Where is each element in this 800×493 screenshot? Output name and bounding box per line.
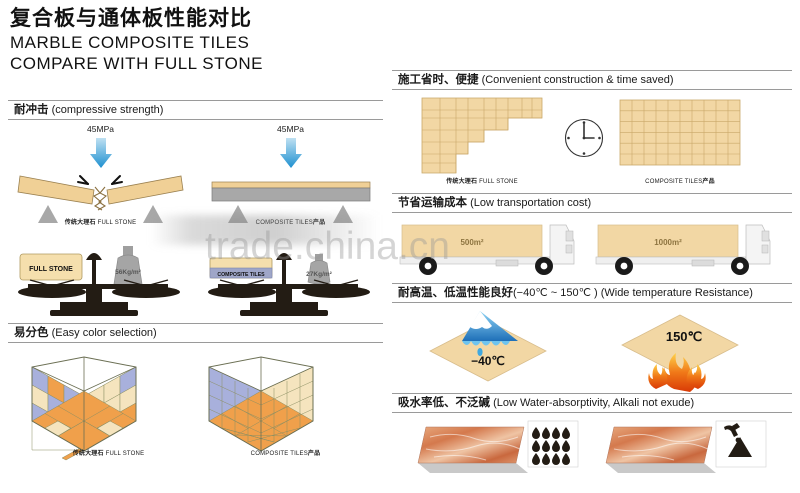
section-header-water: 吸水率低、不泛碱 (Low Water-absorptivity, Alkali… (392, 393, 792, 413)
header-cn-temperature: 耐高温、低温性能良好 (398, 287, 513, 299)
caption-en: COMPOSITE TILES (250, 451, 308, 457)
color-left-caption: 传统大理石 FULL STONE (16, 448, 201, 457)
caption-cn: 传统大理石 (446, 179, 478, 185)
truck-left-load-value: 500m² (460, 238, 483, 247)
header-range-temperature: (−40℃ ~ 150℃ ) (513, 287, 598, 299)
header-en-transport: (Low transportation cost) (470, 197, 592, 209)
marble-slab-alkali (605, 420, 767, 473)
cold-temperature-value: −40℃ (471, 354, 505, 368)
section-header-temperature: 耐高温、低温性能良好(−40℃ ~ 150℃ ) (Wide temperatu… (392, 283, 792, 303)
pouring-flask-icon (724, 423, 752, 457)
truck-right-load-value: 1000m² (654, 238, 682, 247)
caption-cn: 传统大理石 (64, 220, 96, 226)
water-drop-icons (532, 427, 570, 465)
scale-full-stone: FULL STONE 56Kg/m² (8, 228, 193, 323)
section-weight-comparison: FULL STONE 56Kg/m² (8, 228, 383, 323)
color-selection-illustration: 传统大理石 FULL STONE (8, 343, 383, 461)
compressive-right-value: 45MPa (277, 124, 304, 134)
transportation-illustration: 500m² 1000m² (392, 213, 792, 283)
caption-en: FULL STONE (97, 220, 137, 226)
header-cn-construction: 施工省时、便捷 (398, 74, 479, 86)
header-en-temperature: (Wide temperature Resistance) (600, 287, 753, 299)
temperature-illustration: −40℃ 150℃ (392, 303, 792, 393)
scale-left-plate-label: FULL STONE (29, 266, 73, 273)
scale-right-plate-label: COMPOSITE TILES (217, 272, 265, 278)
water-illustration (392, 413, 792, 485)
compressive-left-value: 45MPa (87, 124, 114, 134)
right-column: 施工省时、便捷 (Convenient construction & time … (392, 70, 792, 485)
room-cube-uniform (208, 356, 314, 452)
section-header-transportation: 节省运输成本 (Low transportation cost) (392, 193, 792, 213)
caption-en: COMPOSITE TILES (255, 220, 313, 226)
construction-right-caption: COMPOSITE TILES产品 (620, 176, 740, 185)
compressive-left-caption: 传统大理石 FULL STONE (8, 217, 193, 226)
section-construction: 施工省时、便捷 (Convenient construction & time … (392, 70, 792, 193)
scale-right-weight-value: 27Kg/m² (306, 271, 332, 278)
section-compressive-strength: 耐冲击 (compressive strength) 45MPa (8, 100, 383, 228)
header-cn-transport: 节省运输成本 (398, 197, 467, 209)
header-cn-water: 吸水率低、不泛碱 (398, 397, 490, 409)
header-cn-color: 易分色 (14, 327, 49, 339)
compressive-illustration: 45MPa (8, 120, 383, 228)
composite-slab (211, 181, 371, 223)
room-full-stone: 传统大理石 FULL STONE (16, 343, 201, 461)
section-water-absorption: 吸水率低、不泛碱 (Low Water-absorptivity, Alkali… (392, 393, 792, 485)
balance-scale-left: FULL STONE 56Kg/m² (18, 246, 180, 316)
title-english-line2: COMPARE WITH FULL STONE (10, 54, 263, 73)
section-transportation: 节省运输成本 (Low transportation cost) 500m² (392, 193, 792, 283)
construction-illustration: 传统大理石 FULL STONE (392, 90, 792, 193)
clock-icon (564, 118, 604, 158)
header-en-compressive: (compressive strength) (51, 104, 164, 116)
section-temperature: 耐高温、低温性能良好(−40℃ ~ 150℃ ) (Wide temperatu… (392, 283, 792, 393)
compressive-composite-tiles: 45MPa (198, 120, 383, 228)
section-header-construction: 施工省时、便捷 (Convenient construction & time … (392, 70, 792, 90)
truck-full-stone: 500m² (399, 224, 575, 275)
cracked-stone-slab (17, 175, 184, 223)
hot-temperature-value: 150℃ (666, 329, 702, 344)
header-en-water: (Low Water-absorptivity, Alkali not exud… (493, 397, 695, 409)
caption-cn: 传统大理石 (72, 451, 104, 457)
scale-composite-tiles: COMPOSITE TILES 27Kg/m² (198, 228, 383, 323)
section-header-color-selection: 易分色 (Easy color selection) (8, 323, 383, 343)
header-en-construction: (Convenient construction & time saved) (481, 74, 674, 86)
header-cn-compressive: 耐冲击 (14, 104, 49, 116)
room-composite-tiles: COMPOSITE TILES产品 (193, 343, 378, 461)
construction-left-caption: 传统大理石 FULL STONE (422, 176, 542, 185)
header-en-color: (Easy color selection) (51, 327, 157, 339)
compressive-full-stone: 45MPa (8, 120, 193, 228)
irregular-tile-layout (421, 97, 543, 174)
down-arrow-icon (279, 138, 302, 168)
title-english-line1: MARBLE COMPOSITE TILES (10, 33, 250, 52)
flame-icon (648, 353, 706, 392)
regular-tile-layout (619, 99, 741, 166)
compressive-right-caption: COMPOSITE TILES产品 (198, 217, 383, 226)
scale-left-weight-value: 56Kg/m² (115, 269, 141, 276)
left-column: 耐冲击 (compressive strength) 45MPa (8, 100, 383, 461)
caption-cn: 产品 (307, 451, 321, 457)
caption-en: COMPOSITE TILES (645, 179, 703, 185)
caption-en: FULL STONE (479, 179, 518, 185)
down-arrow-icon (89, 138, 112, 168)
heat-resistance-panel: 150℃ (621, 314, 739, 392)
section-color-selection: 易分色 (Easy color selection) (8, 323, 383, 461)
truck-composite-tiles: 1000m² (595, 224, 771, 275)
room-cube-mixed (31, 356, 137, 461)
balance-scale-right: COMPOSITE TILES 27Kg/m² (208, 253, 370, 316)
page-title: 复合板与通体板性能对比 MARBLE COMPOSITE TILES COMPA… (10, 6, 380, 74)
marble-slab-water-drops (417, 420, 579, 473)
title-chinese: 复合板与通体板性能对比 (10, 7, 252, 30)
cold-resistance-panel: −40℃ (429, 311, 547, 382)
caption-cn: 产品 (702, 179, 715, 185)
caption-en: FULL STONE (105, 451, 145, 457)
caption-cn: 产品 (312, 220, 326, 226)
section-header-compressive: 耐冲击 (compressive strength) (8, 100, 383, 120)
color-right-caption: COMPOSITE TILES产品 (193, 448, 378, 457)
